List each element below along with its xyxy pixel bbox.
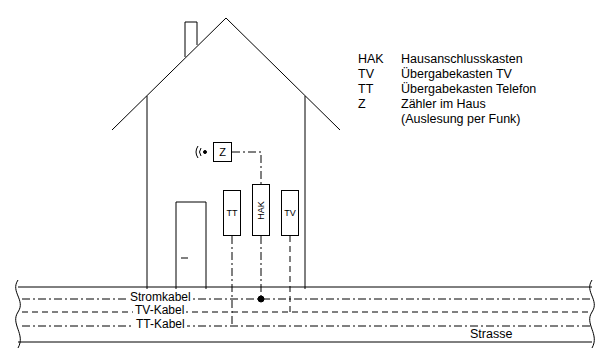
connector-line — [232, 152, 261, 184]
cable-label: Stromkabel — [128, 292, 193, 303]
legend-abbr: TV — [358, 67, 374, 82]
legend-abbr: HAK — [358, 52, 384, 67]
phone-transfer-box: TT — [223, 190, 241, 236]
legend-desc: Zähler im Haus (Auslesung per Funk) — [401, 97, 536, 127]
house-connection-box: HAK — [252, 184, 270, 236]
legend-desc: Übergabekasten Telefon — [401, 82, 536, 97]
street-label: Strasse — [470, 327, 512, 342]
cable-label: TV-Kabel — [133, 305, 186, 316]
legend-abbr: Z — [358, 97, 366, 112]
legend-desc: Hausanschlusskasten — [401, 52, 523, 67]
box-label: TV — [284, 209, 296, 218]
cable-label: TT-Kabel — [134, 319, 187, 330]
tv-transfer-box: TV — [281, 190, 299, 236]
meter-box: Z — [213, 142, 232, 162]
box-label: TT — [227, 209, 238, 218]
legend-abbr: TT — [358, 82, 373, 97]
box-label: HAK — [257, 201, 266, 220]
legend-desc: Übergabekasten TV — [401, 67, 512, 82]
box-label: Z — [219, 147, 226, 158]
